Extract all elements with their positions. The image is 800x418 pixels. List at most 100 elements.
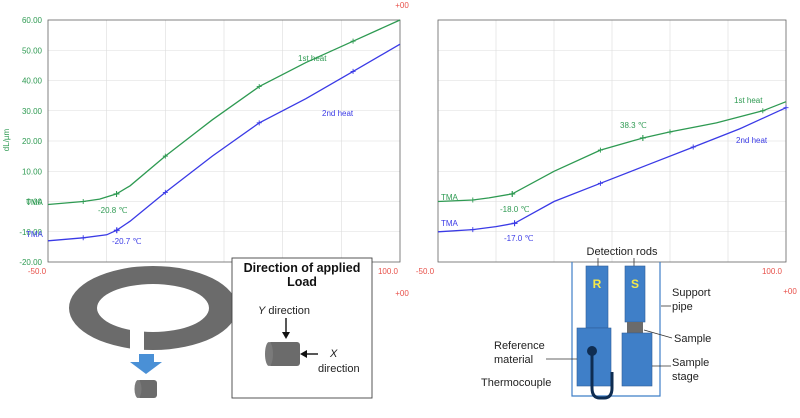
sample-rod-s xyxy=(624,265,646,323)
chart2-annotation-green-low: -18.0 ℃ xyxy=(500,205,529,214)
reference-rod-r xyxy=(585,265,609,329)
y-direction-arrowhead-icon xyxy=(282,332,290,339)
rod-s-letter: S xyxy=(631,277,639,291)
thermocouple-tip xyxy=(587,346,597,356)
x-direction-letter: X xyxy=(329,348,338,360)
chart2-annotation-marker xyxy=(639,134,646,141)
chart2-series-label-2nd-heat: 2nd heat xyxy=(736,136,768,145)
sample-label: Sample xyxy=(674,333,711,345)
ring-shape xyxy=(69,266,237,350)
chart2-annotation-blue: -17.0 ℃ xyxy=(504,234,533,243)
chart1-y-tick-label: 40.00 xyxy=(22,77,43,86)
chart2-point-marker xyxy=(470,197,476,203)
chart2-point-marker xyxy=(470,227,476,233)
support-pipe-outline xyxy=(571,262,661,397)
chart1-y-tick-label: 60.00 xyxy=(22,16,43,25)
chart1-annotation-blue: -20.7 ℃ xyxy=(112,237,141,246)
chart1-plot-frame xyxy=(47,19,401,263)
sample-piece xyxy=(627,322,643,333)
chart1-y-tick-label: -10.00 xyxy=(19,228,42,237)
reference-material-label-line1: Reference xyxy=(494,340,545,352)
chart2-series-label-1st-heat: 1st heat xyxy=(734,96,763,105)
cut-sample-piece xyxy=(137,380,157,398)
chart1-point-marker xyxy=(256,120,262,126)
sample-stage-block xyxy=(621,332,653,387)
chart1-y-tick-label: 20.00 xyxy=(22,137,43,146)
chart1-series-label-1st-heat: 1st heat xyxy=(298,54,327,63)
load-sample-cylinder xyxy=(268,342,300,366)
chart2-series xyxy=(437,101,789,233)
chart1-y-tick-label: 30.00 xyxy=(22,107,43,116)
chart1-y-tick-label: 0.00 xyxy=(26,198,42,207)
chart1-tma-tag-green: TMA xyxy=(26,198,44,207)
reference-material-block xyxy=(576,327,612,387)
reference-material-label-line2: material xyxy=(494,354,533,366)
support-pipe-label-line2: pipe xyxy=(672,301,693,313)
chart1-point-marker xyxy=(80,199,86,204)
ring-sample-illustration xyxy=(69,266,237,398)
chart2-point-marker xyxy=(597,147,603,153)
chart1-annotation-green: -20.8 ℃ xyxy=(98,206,127,215)
load-box-title: Direction of applied Load xyxy=(243,261,361,289)
chart1-point-marker xyxy=(80,235,86,241)
x-direction-word: direction xyxy=(318,363,360,375)
chart1-top-multiplier: +00 xyxy=(395,1,409,10)
chart1-tma-tag-blue: TMA xyxy=(26,230,44,239)
chart-2: -50.0 100.0 +00 1st heat 2nd heat TMA TM… xyxy=(416,19,797,296)
chart2-point-marker xyxy=(690,144,696,150)
chart2-point-marker xyxy=(783,105,789,111)
load-sample-face xyxy=(265,342,273,366)
chart2-series-line-2 xyxy=(437,107,787,233)
chart1-point-marker xyxy=(162,189,168,195)
load-direction-box: Direction of applied Load Y direction X … xyxy=(231,257,373,399)
chart2-x-tick-min: -50.0 xyxy=(416,267,435,276)
chart1-annotation-marker xyxy=(113,227,120,234)
chart1-series-label-2nd-heat: 2nd heat xyxy=(322,109,354,118)
ring-cut-gap xyxy=(130,326,144,352)
sample-stage-label-line2: stage xyxy=(672,371,699,383)
load-box-title-wrap: Direction of applied Load xyxy=(243,261,361,289)
chart2-annotation-marker xyxy=(511,220,518,227)
chart2-plot-frame xyxy=(437,19,787,263)
sample-stage-label-line1: Sample xyxy=(672,357,709,369)
chart1-y-tick-labels: 60.00 50.00 40.00 30.00 20.00 10.00 0.00 -10.00… xyxy=(19,16,42,267)
chart2-annotation-green-high: 38.3 ℃ xyxy=(620,121,647,130)
detection-rods-label: Detection rods xyxy=(587,246,658,258)
chart1-point-marker xyxy=(162,153,168,159)
chart2-point-marker xyxy=(760,108,766,114)
chart2-grid xyxy=(437,19,787,263)
y-direction-label: Y direction xyxy=(258,305,310,317)
chart1-annotation-marker xyxy=(113,190,120,197)
support-pipe-label-line1: Support xyxy=(672,287,711,299)
sample-leader xyxy=(643,329,673,339)
chart2-tma-tag-blue: TMA xyxy=(441,219,459,228)
chart2-x-multiplier: +00 xyxy=(783,287,797,296)
cut-sample-face xyxy=(134,380,142,398)
chart2-annotation-marker xyxy=(509,190,516,197)
chart2-x-tick-max: 100.0 xyxy=(762,267,783,276)
chart1-point-marker xyxy=(256,84,262,90)
thermocouple-wire xyxy=(590,352,614,400)
chart-1: +00 60.00 50.00 40.00 30.00 20.00 10.00 0.00 -1… xyxy=(2,1,409,298)
chart2-tma-tag-green: TMA xyxy=(441,193,459,202)
load-box-frame xyxy=(231,257,373,399)
chart1-point-marker xyxy=(350,68,356,74)
chart1-y-tick-label: 50.00 xyxy=(22,46,43,55)
rod-r-letter: R xyxy=(593,277,602,291)
chart1-y-tick-label: -20.00 xyxy=(19,258,42,267)
chart1-grid xyxy=(47,19,401,263)
x-direction-arrowhead-icon xyxy=(300,350,307,358)
down-arrow-icon xyxy=(130,354,162,374)
chart1-y-axis-label: dL/µm xyxy=(2,128,11,151)
chart1-x-multiplier: +00 xyxy=(395,289,409,298)
chart1-x-tick-min: -50.0 xyxy=(28,267,47,276)
chart2-point-marker xyxy=(667,129,673,135)
chart1-x-tick-max: 100.0 xyxy=(378,267,399,276)
chart1-y-tick-label: 10.00 xyxy=(22,167,43,176)
chart1-series xyxy=(47,19,401,242)
chart2-point-marker xyxy=(597,180,603,186)
thermocouple-label: Thermocouple xyxy=(481,377,551,389)
apparatus-illustration: Detection rods R S Support pipe Sample S… xyxy=(481,246,711,400)
chart1-point-marker xyxy=(350,38,356,44)
